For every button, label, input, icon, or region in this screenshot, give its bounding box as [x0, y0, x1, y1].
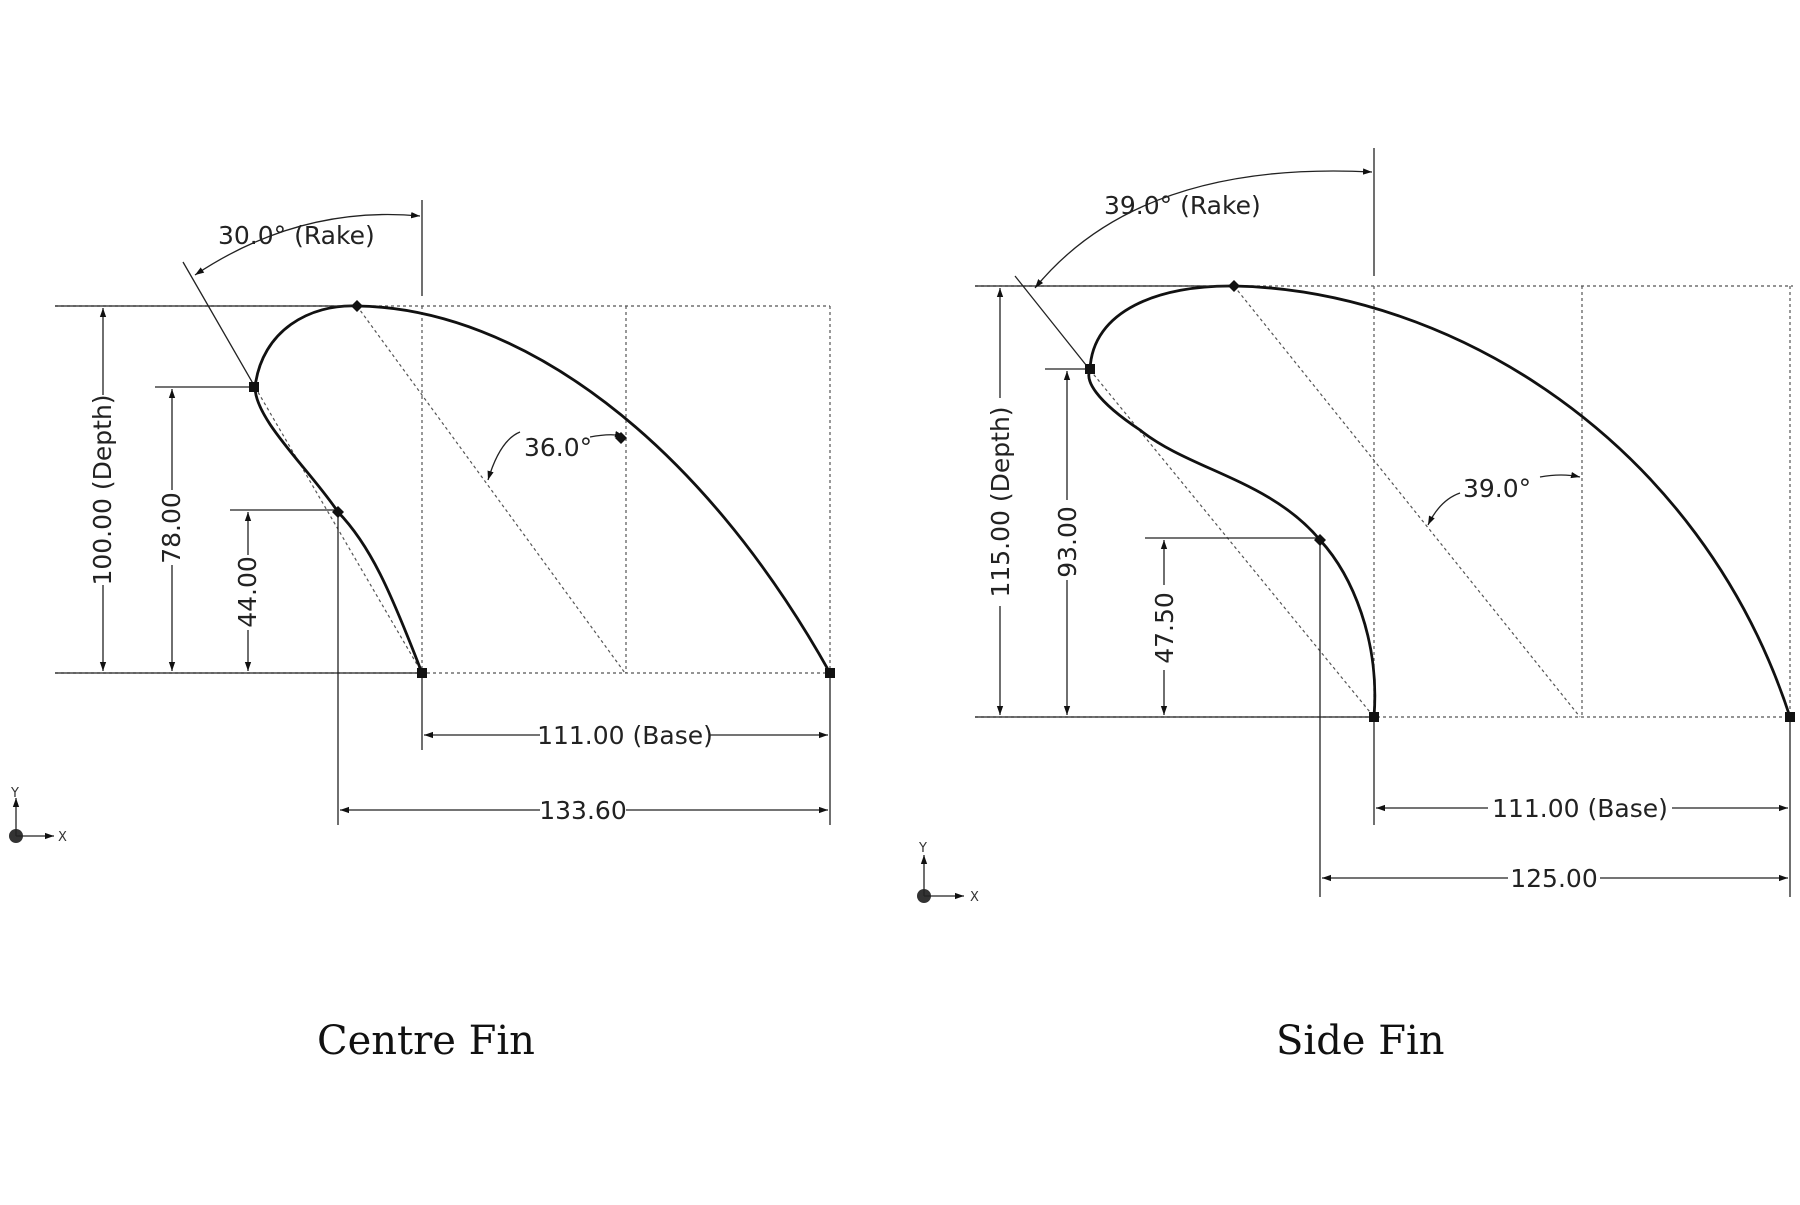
centre-fin-caption: Centre Fin	[317, 1018, 535, 1064]
centre-fin-dim-78: 78.00	[157, 492, 186, 564]
centre-fin-rake-label: 30.0° (Rake)	[218, 221, 375, 250]
side-fin-dim-47: 47.50	[1150, 592, 1179, 664]
side-fin-label-masks	[987, 398, 1672, 893]
centre-fin-depth-label: 100.00 (Depth)	[88, 394, 117, 585]
centre-fin-profile	[253, 304, 832, 674]
centre-fin-axis-x: X	[58, 830, 67, 845]
side-fin-axis-y: Y	[918, 841, 927, 856]
centre-fin-axis-y: Y	[10, 786, 19, 801]
side-fin-points	[1085, 280, 1795, 722]
side-fin-axis-indicator: Y X	[917, 841, 979, 905]
side-fin-dim-93: 93.00	[1053, 506, 1082, 578]
centre-fin-extension-lines	[55, 200, 831, 825]
side-fin-base-label: 111.00 (Base)	[1492, 794, 1668, 823]
centre-fin-length-label: 133.60	[539, 796, 626, 825]
centre-fin-angle-label: 36.0°	[524, 433, 592, 462]
centre-fin-points	[249, 300, 835, 678]
side-fin-drawing: 39.0° (Rake) 39.0° 115.00 (Depth) 93.00 …	[917, 148, 1795, 905]
side-fin-extension-lines	[975, 148, 1791, 897]
centre-fin-axis-indicator: Y X	[9, 786, 67, 845]
side-fin-rake-label: 39.0° (Rake)	[1104, 191, 1261, 220]
side-fin-angle-label: 39.0°	[1463, 474, 1531, 503]
side-fin-profile	[1087, 284, 1792, 718]
side-fin-caption: Side Fin	[1276, 1018, 1445, 1064]
centre-fin-dim-44: 44.00	[233, 556, 262, 628]
side-fin-length-label: 125.00	[1510, 864, 1597, 893]
side-fin-axis-x: X	[970, 890, 979, 905]
side-fin-dimension-lines	[996, 168, 1788, 882]
centre-fin-construction-lines	[55, 305, 831, 674]
centre-fin-drawing: 30.0° (Rake) 36.0° 100.00 (Depth) 78.00 …	[9, 200, 835, 845]
centre-fin-base-label: 111.00 (Base)	[537, 721, 713, 750]
side-fin-depth-label: 115.00 (Depth)	[986, 406, 1015, 597]
centre-fin-label-masks	[90, 395, 710, 825]
